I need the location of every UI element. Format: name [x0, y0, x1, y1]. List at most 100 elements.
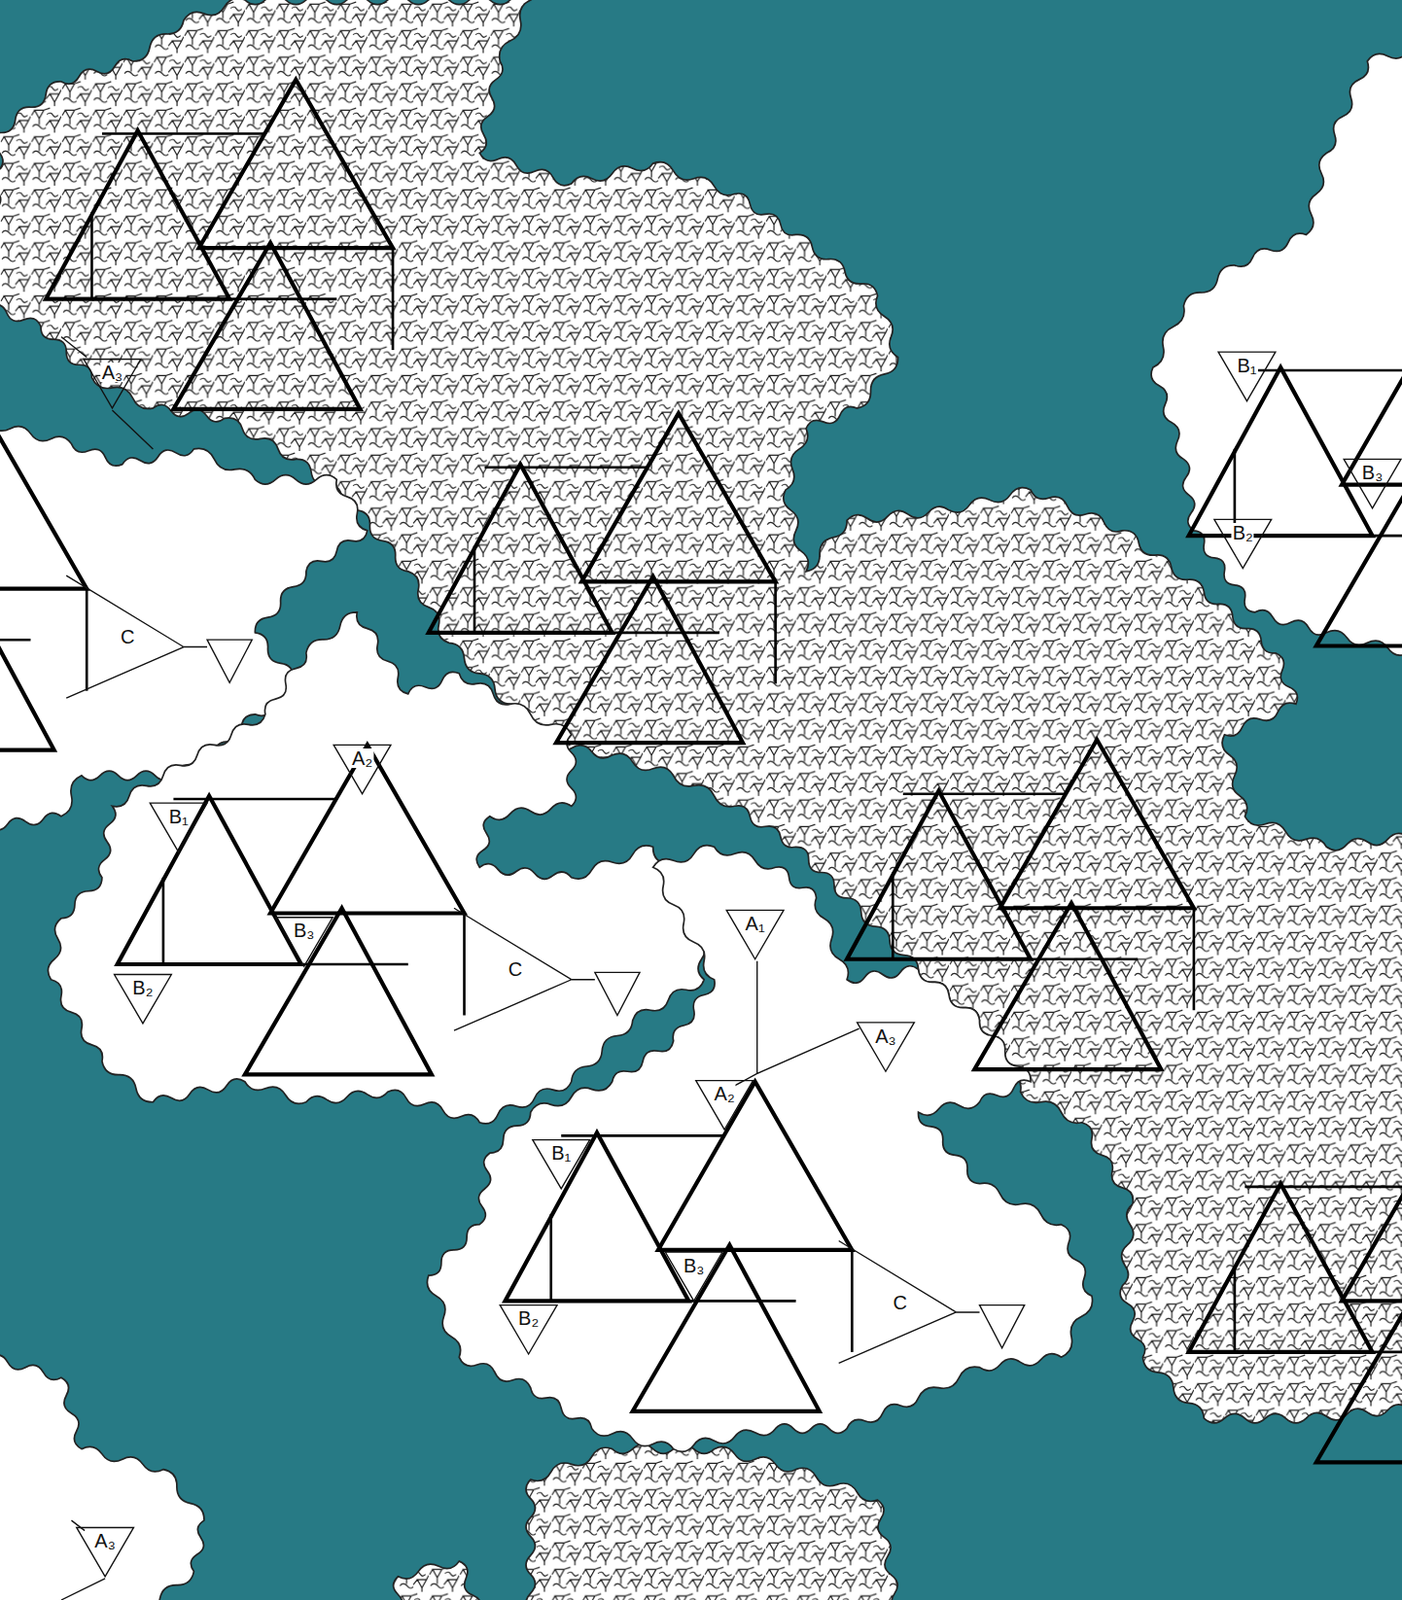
cluster-edge: [891, 873, 895, 960]
bold-triangle: [1316, 1296, 1402, 1463]
label-triangle: [499, 1305, 558, 1355]
bold-triangle: [245, 908, 432, 1075]
part-label: B₃: [1361, 462, 1384, 483]
cluster-edge: [0, 638, 31, 642]
plain-tile: [0, 1355, 205, 1600]
label-triangle: [275, 917, 333, 967]
cluster-edge: [1244, 369, 1402, 373]
bold-triangle: [45, 130, 230, 299]
label-triangle: [114, 975, 173, 1024]
label-triangle: [1214, 519, 1272, 568]
cluster-edge: [173, 798, 337, 802]
leader-line: [454, 908, 596, 1031]
part-label: A₃: [93, 1531, 116, 1551]
triangle-cluster: [1189, 315, 1402, 646]
cluster-edge: [850, 1250, 854, 1353]
bold-triangle: [1189, 1184, 1373, 1353]
triangle-cluster: [846, 739, 1194, 1070]
label-triangle: [207, 639, 252, 683]
cluster-edge: [1030, 957, 1138, 961]
cluster-edge: [301, 963, 409, 967]
bold-triangle: [1189, 367, 1373, 536]
cluster-edge: [773, 581, 777, 684]
cluster-edge: [485, 465, 649, 469]
label-triangle: [1343, 458, 1402, 508]
bold-triangle: [0, 420, 87, 589]
part-label: A₂: [713, 1084, 737, 1104]
part-label: A₃: [874, 1026, 897, 1047]
bold-triangle: [173, 243, 360, 410]
bold-triangle: [556, 576, 743, 743]
bold-triangle: [581, 413, 775, 582]
bold-triangle: [632, 1245, 820, 1412]
cluster-edge: [1372, 534, 1402, 538]
bold-triangle: [974, 903, 1161, 1070]
triangle-cluster: [117, 744, 465, 1075]
triangle-cluster: [504, 1082, 852, 1412]
bold-triangle: [0, 583, 55, 750]
part-label: A₂: [350, 748, 374, 769]
triangle-cluster: [428, 413, 776, 743]
cluster-edge: [473, 546, 477, 633]
part-label: A₁: [744, 913, 767, 934]
thin-annotations: [61, 336, 1402, 1600]
cluster-edge: [1372, 1351, 1402, 1355]
cluster-edge: [462, 913, 466, 1017]
leader-line: [735, 961, 860, 1087]
triangle-cluster: [1189, 1132, 1402, 1463]
triangle-cluster: [45, 79, 393, 410]
cluster-edge: [85, 589, 89, 692]
part-label: B₂: [131, 978, 154, 998]
bold-triangle: [199, 79, 393, 248]
label-triangle: [76, 1527, 135, 1577]
cluster-edge: [688, 1299, 796, 1303]
part-label: B₂: [1231, 523, 1255, 543]
triangle-clusters: [0, 79, 1402, 1463]
plain-tile: [47, 612, 705, 1124]
cluster-edge: [90, 211, 94, 299]
bold-triangle: [1000, 739, 1194, 909]
cluster-edge: [1192, 908, 1196, 1011]
label-triangle: [665, 1252, 723, 1301]
cluster-edge: [391, 247, 395, 351]
cluster-edge: [903, 792, 1067, 796]
label-triangle: [696, 1081, 754, 1130]
part-label: C: [891, 1293, 908, 1313]
bold-triangle: [1316, 479, 1402, 646]
triangle-cluster: [0, 420, 87, 750]
cluster-edge: [612, 631, 720, 635]
bold-triangle: [846, 791, 1031, 960]
label-triangle: [149, 803, 208, 852]
cluster-edge: [229, 297, 337, 301]
label-triangle: [532, 1140, 591, 1190]
part-label: C: [119, 627, 136, 647]
label-triangle: [726, 910, 784, 959]
part-label: C: [507, 959, 524, 980]
dense-tile: [393, 1561, 482, 1600]
label-triangle: [1218, 351, 1276, 401]
part-label: B₃: [682, 1256, 705, 1276]
label-triangle: [595, 972, 640, 1016]
part-label: B₃: [292, 920, 316, 941]
part-label: A₃: [101, 362, 124, 383]
bold-triangle: [270, 744, 464, 913]
cluster-edge: [102, 132, 266, 136]
bold-triangle: [504, 1132, 689, 1301]
cluster-edge: [560, 1134, 725, 1138]
leader-line: [839, 1240, 981, 1364]
leader-line: [66, 575, 208, 699]
label-triangle: [857, 1022, 915, 1072]
bold-triangle: [428, 464, 613, 633]
cluster-edge: [1233, 1265, 1237, 1353]
label-triangle: [333, 744, 391, 794]
label-triangle: [980, 1305, 1025, 1349]
cluster-edge: [162, 877, 166, 965]
part-label: B₁: [1235, 355, 1258, 376]
part-label: B₂: [517, 1308, 540, 1329]
plain-tile: [426, 845, 1092, 1453]
part-label: B₁: [168, 806, 190, 827]
dense-tile: [525, 1444, 899, 1600]
